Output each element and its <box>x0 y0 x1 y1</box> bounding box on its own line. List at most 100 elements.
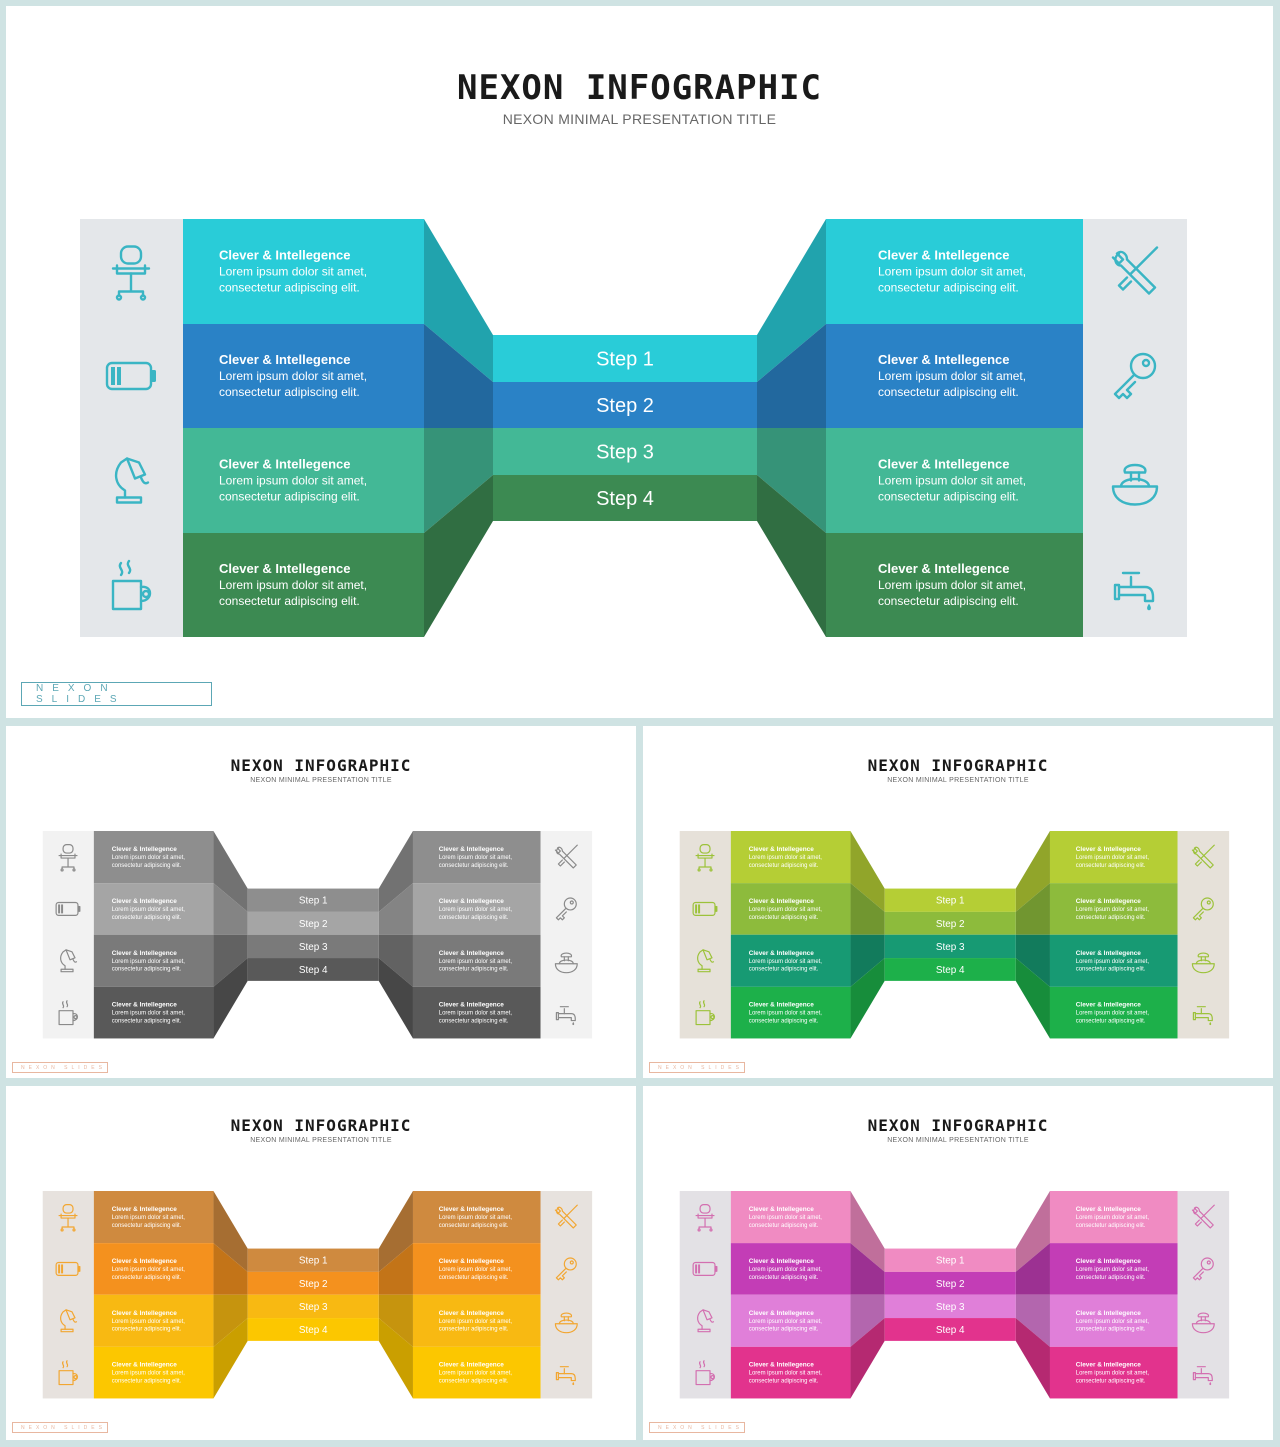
left-card-body-line1: Lorem ipsum dolor sit amet, <box>219 474 367 488</box>
left-card <box>93 1243 214 1295</box>
brand-badge: NEXON SLIDES <box>12 1422 108 1433</box>
desk-lamp-icon <box>60 1309 78 1333</box>
step-bar <box>247 1294 379 1319</box>
left-card-body-line2: consectetur adipiscing elit. <box>749 967 819 973</box>
step-label: Step 1 <box>299 896 328 907</box>
right-funnel-segment <box>1015 1191 1050 1272</box>
right-card-body-line1: Lorem ipsum dolor sit amet, <box>1076 1215 1150 1221</box>
right-card-heading: Clever & Intellegence <box>439 1310 505 1317</box>
left-card-heading: Clever & Intellegence <box>112 1002 178 1009</box>
right-funnel-segment <box>1015 934 1050 987</box>
desk-lamp-icon <box>697 1309 715 1333</box>
right-card-body-line1: Lorem ipsum dolor sit amet, <box>439 1371 513 1377</box>
left-card-body-line1: Lorem ipsum dolor sit amet, <box>112 1371 186 1377</box>
right-funnel-segment <box>378 1243 413 1295</box>
left-card-heading: Clever & Intellegence <box>112 898 178 905</box>
key-icon <box>1192 897 1214 921</box>
tools-icon <box>1191 844 1215 869</box>
left-card-heading: Clever & Intellegence <box>219 352 351 367</box>
battery-icon <box>692 1261 718 1276</box>
step-label: Step 3 <box>936 942 965 953</box>
right-icon-panel <box>1083 219 1187 637</box>
left-card-body-line2: consectetur adipiscing elit. <box>112 1223 182 1229</box>
slide-subtitle: NEXON MINIMAL PRESENTATION TITLE <box>250 777 392 784</box>
right-card-body-line1: Lorem ipsum dolor sit amet, <box>878 265 1026 279</box>
right-card-body-line2: consectetur adipiscing elit. <box>1076 1379 1146 1385</box>
left-card-body-line1: Lorem ipsum dolor sit amet, <box>112 1011 186 1017</box>
brand-badge: NEXON SLIDES <box>649 1062 745 1073</box>
left-card-body-line1: Lorem ipsum dolor sit amet, <box>112 1319 186 1325</box>
brand-badge: NEXON SLIDES <box>649 1422 745 1433</box>
step-bar <box>884 958 1016 981</box>
left-card <box>183 428 424 533</box>
step-label: Step 4 <box>299 1325 328 1336</box>
right-icon-panel <box>540 831 593 1039</box>
right-card <box>412 1346 541 1399</box>
key-icon <box>555 897 577 921</box>
right-funnel-segment <box>757 219 826 382</box>
slide-subtitle: NEXON MINIMAL PRESENTATION TITLE <box>887 777 1029 784</box>
juicer-icon <box>1191 952 1215 974</box>
juicer-icon <box>1111 463 1159 506</box>
left-card-heading: Clever & Intellegence <box>749 1002 815 1009</box>
left-card-body-line2: consectetur adipiscing elit. <box>112 1379 182 1385</box>
right-card-heading: Clever & Intellegence <box>439 1206 505 1213</box>
left-card-body-line1: Lorem ipsum dolor sit amet, <box>112 1267 186 1273</box>
step-bar <box>884 911 1016 935</box>
left-card <box>730 1191 851 1244</box>
left-card-heading: Clever & Intellegence <box>219 561 351 576</box>
right-funnel-segment <box>378 1191 413 1272</box>
office-chair-icon <box>111 245 151 301</box>
right-funnel-segment <box>1015 958 1050 1039</box>
step-label: Step 4 <box>936 1325 965 1336</box>
left-card-body-line2: consectetur adipiscing elit. <box>749 1019 819 1025</box>
right-card-body-line2: consectetur adipiscing elit. <box>1076 1019 1146 1025</box>
right-card-body-line2: consectetur adipiscing elit. <box>439 967 509 973</box>
left-card-body-line2: consectetur adipiscing elit. <box>112 1019 182 1025</box>
left-card-heading: Clever & Intellegence <box>112 1258 178 1265</box>
right-card-heading: Clever & Intellegence <box>439 1362 505 1369</box>
left-card-body-line1: Lorem ipsum dolor sit amet, <box>112 907 186 913</box>
battery-icon <box>55 1261 81 1276</box>
left-card <box>730 831 851 884</box>
faucet-icon <box>555 1006 576 1026</box>
left-card-body-line2: consectetur adipiscing elit. <box>749 863 819 869</box>
right-card-heading: Clever & Intellegence <box>878 352 1010 367</box>
key-icon <box>1192 1257 1214 1281</box>
right-funnel-segment <box>378 1318 413 1399</box>
right-card-heading: Clever & Intellegence <box>1076 1362 1142 1369</box>
left-card-heading: Clever & Intellegence <box>749 1206 815 1213</box>
right-card <box>826 533 1083 637</box>
left-funnel-segment <box>424 324 493 428</box>
left-card-body-line1: Lorem ipsum dolor sit amet, <box>749 1371 823 1377</box>
brand-label: NEXON SLIDES <box>36 683 126 705</box>
right-card-body-line1: Lorem ipsum dolor sit amet, <box>1076 1319 1150 1325</box>
left-card-body-line2: consectetur adipiscing elit. <box>219 594 360 608</box>
left-card-body-line2: consectetur adipiscing elit. <box>749 915 819 921</box>
left-card <box>93 831 214 884</box>
desk-lamp-icon <box>60 949 78 973</box>
right-card-heading: Clever & Intellegence <box>439 1258 505 1265</box>
brand-label: NEXON SLIDES <box>21 1424 106 1431</box>
right-card-body-line2: consectetur adipiscing elit. <box>439 863 509 869</box>
coffee-mug-icon <box>58 1360 79 1386</box>
left-funnel-segment <box>850 958 885 1039</box>
right-card <box>1049 1294 1178 1347</box>
right-funnel-segment <box>757 324 826 428</box>
left-card-body-line2: consectetur adipiscing elit. <box>112 967 182 973</box>
right-funnel-segment <box>1015 883 1050 935</box>
right-card <box>412 934 541 987</box>
right-card-body-line2: consectetur adipiscing elit. <box>1076 1223 1146 1229</box>
left-card-heading: Clever & Intellegence <box>749 898 815 905</box>
right-card-body-line1: Lorem ipsum dolor sit amet, <box>439 1215 513 1221</box>
right-funnel-segment <box>1015 1243 1050 1295</box>
step-bar <box>247 1248 379 1272</box>
tools-icon <box>1111 246 1159 295</box>
step-bar <box>493 428 757 475</box>
left-card-body-line1: Lorem ipsum dolor sit amet, <box>112 855 186 861</box>
step-bar <box>247 1318 379 1341</box>
